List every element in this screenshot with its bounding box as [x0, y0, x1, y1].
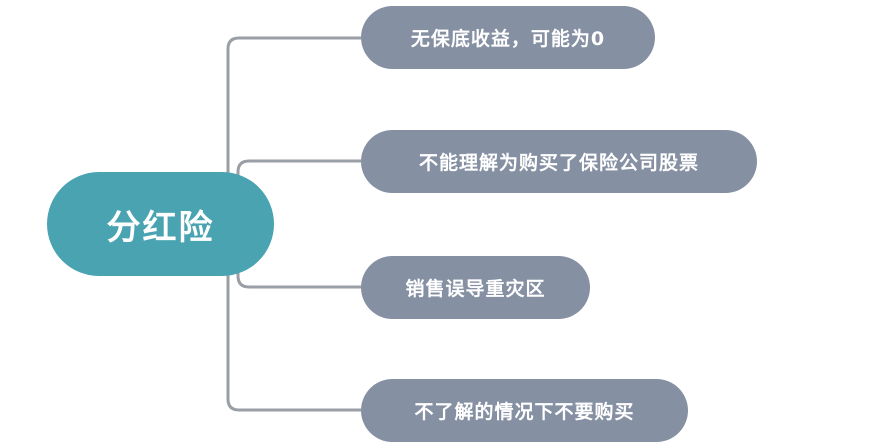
root-node[interactable]: 分红险 — [47, 172, 274, 276]
child-node-label: 不能理解为购买了保险公司股票 — [418, 152, 699, 174]
child-node-3[interactable]: 销售误导重灾区 — [361, 256, 590, 319]
child-node-label: 销售误导重灾区 — [405, 278, 546, 300]
child-node-label: 无保底收益，可能为0 — [410, 28, 606, 50]
connector-child-3 — [236, 268, 361, 289]
child-node-label: 不了解的情况下不要购买 — [414, 401, 635, 423]
connector-child-4 — [226, 224, 361, 412]
child-node-4[interactable]: 不了解的情况下不要购买 — [361, 379, 688, 442]
connector-child-2 — [236, 159, 361, 180]
child-node-2[interactable]: 不能理解为购买了保险公司股票 — [361, 130, 757, 193]
child-node-1[interactable]: 无保底收益，可能为0 — [361, 6, 655, 69]
root-node-label: 分红险 — [106, 207, 215, 248]
connector-child-1 — [226, 36, 361, 224]
